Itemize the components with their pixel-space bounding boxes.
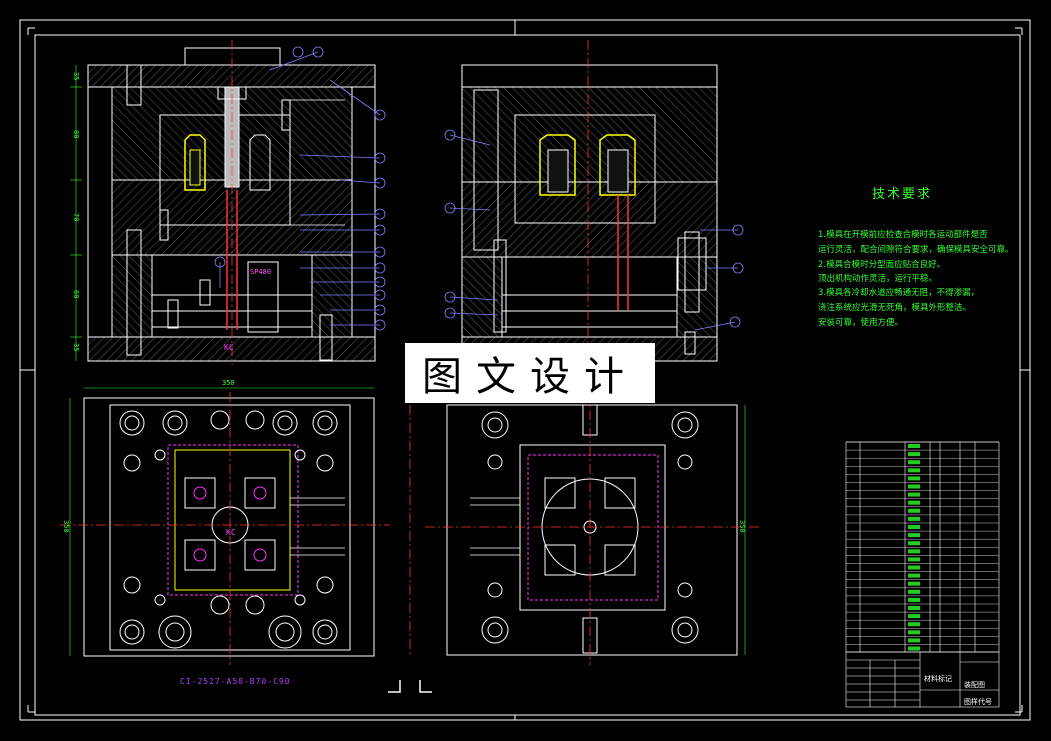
bom-row-entry	[908, 614, 920, 619]
bom-row-entry	[908, 533, 920, 538]
dim-right-height: 350	[738, 520, 746, 533]
title-material-label: 材料标记	[924, 675, 952, 683]
bom-row-entry	[908, 468, 920, 473]
watermark-banner: 图文设计	[405, 343, 655, 403]
title-block	[845, 651, 1000, 708]
tech-req-line-6: 浇注系统应光滑无死角，模具外形整洁。	[818, 303, 972, 313]
kc-label-plan: KC	[226, 528, 236, 537]
bom-row-entry	[908, 500, 920, 505]
dim-top-width: 350	[222, 379, 235, 387]
view-marker-symbols	[388, 680, 432, 693]
front-section-view	[70, 40, 386, 365]
bom-row-entry	[908, 541, 920, 546]
title-drawing-number: 图样代号	[964, 698, 992, 706]
bom-row-entry	[908, 622, 920, 627]
sprue-label: SP480	[250, 268, 272, 276]
bom-row-entry	[908, 581, 920, 586]
bom-rows	[846, 441, 999, 651]
bom-row-entry	[908, 452, 920, 457]
dim-left-height: 350	[62, 520, 70, 533]
bom-row-entry	[908, 646, 920, 651]
bom-row-entry	[908, 565, 920, 570]
bom-row-entry	[908, 492, 920, 497]
dim-left-5: 35	[72, 343, 80, 352]
bom-row-entry	[908, 638, 920, 643]
bom-row-entry	[908, 630, 920, 635]
bom-row-entry	[908, 444, 920, 448]
bom-row-entry	[908, 508, 920, 513]
bom-row-entry	[908, 573, 920, 578]
bom-row-entry	[908, 484, 920, 489]
bom-row-entry	[908, 606, 920, 610]
kc-label-front: KC	[224, 343, 234, 352]
bom-row-entry	[908, 597, 920, 602]
mold-base-code: CI-2527-A50-B70-C90	[180, 677, 291, 686]
dim-left-1: 35	[72, 72, 80, 81]
bom-row-entry	[908, 557, 920, 562]
bom-row-entry	[908, 460, 920, 465]
tech-req-line-5: 3.模具各冷却水道应畅通无阻，不得渗漏，	[818, 288, 980, 298]
side-section-view	[444, 40, 744, 365]
bom-row-entry	[908, 476, 920, 481]
tech-req-line-7: 安装可靠，使用方便。	[818, 318, 904, 328]
moving-half-plan-view	[409, 392, 760, 665]
dim-left-4: 60	[72, 290, 80, 299]
tech-req-line-2: 运行灵活，配合间隙符合要求，确保模具安全可靠。	[818, 245, 1014, 255]
technical-requirements-title: 技术要求	[872, 187, 933, 202]
fixed-half-plan-view	[60, 387, 390, 665]
bom-row-entry	[908, 516, 920, 521]
title-drawing-name: 装配图	[964, 681, 985, 689]
bom-row-entry	[908, 549, 920, 554]
tech-req-line-1: 1.模具在开模前应检查合模时各运动部件是否	[818, 230, 988, 240]
bill-of-materials	[845, 441, 1000, 653]
dim-left-2: 80	[72, 130, 80, 139]
bom-row-entry	[908, 525, 920, 529]
tech-req-line-3: 2.模具合模时分型面应贴合良好。	[818, 260, 946, 270]
bom-row-entry	[908, 589, 920, 594]
dim-left-3: 70	[72, 213, 80, 222]
tech-req-line-4: 顶出机构动作灵活，运行平稳。	[818, 274, 938, 284]
drawing-frame	[19, 19, 1031, 721]
